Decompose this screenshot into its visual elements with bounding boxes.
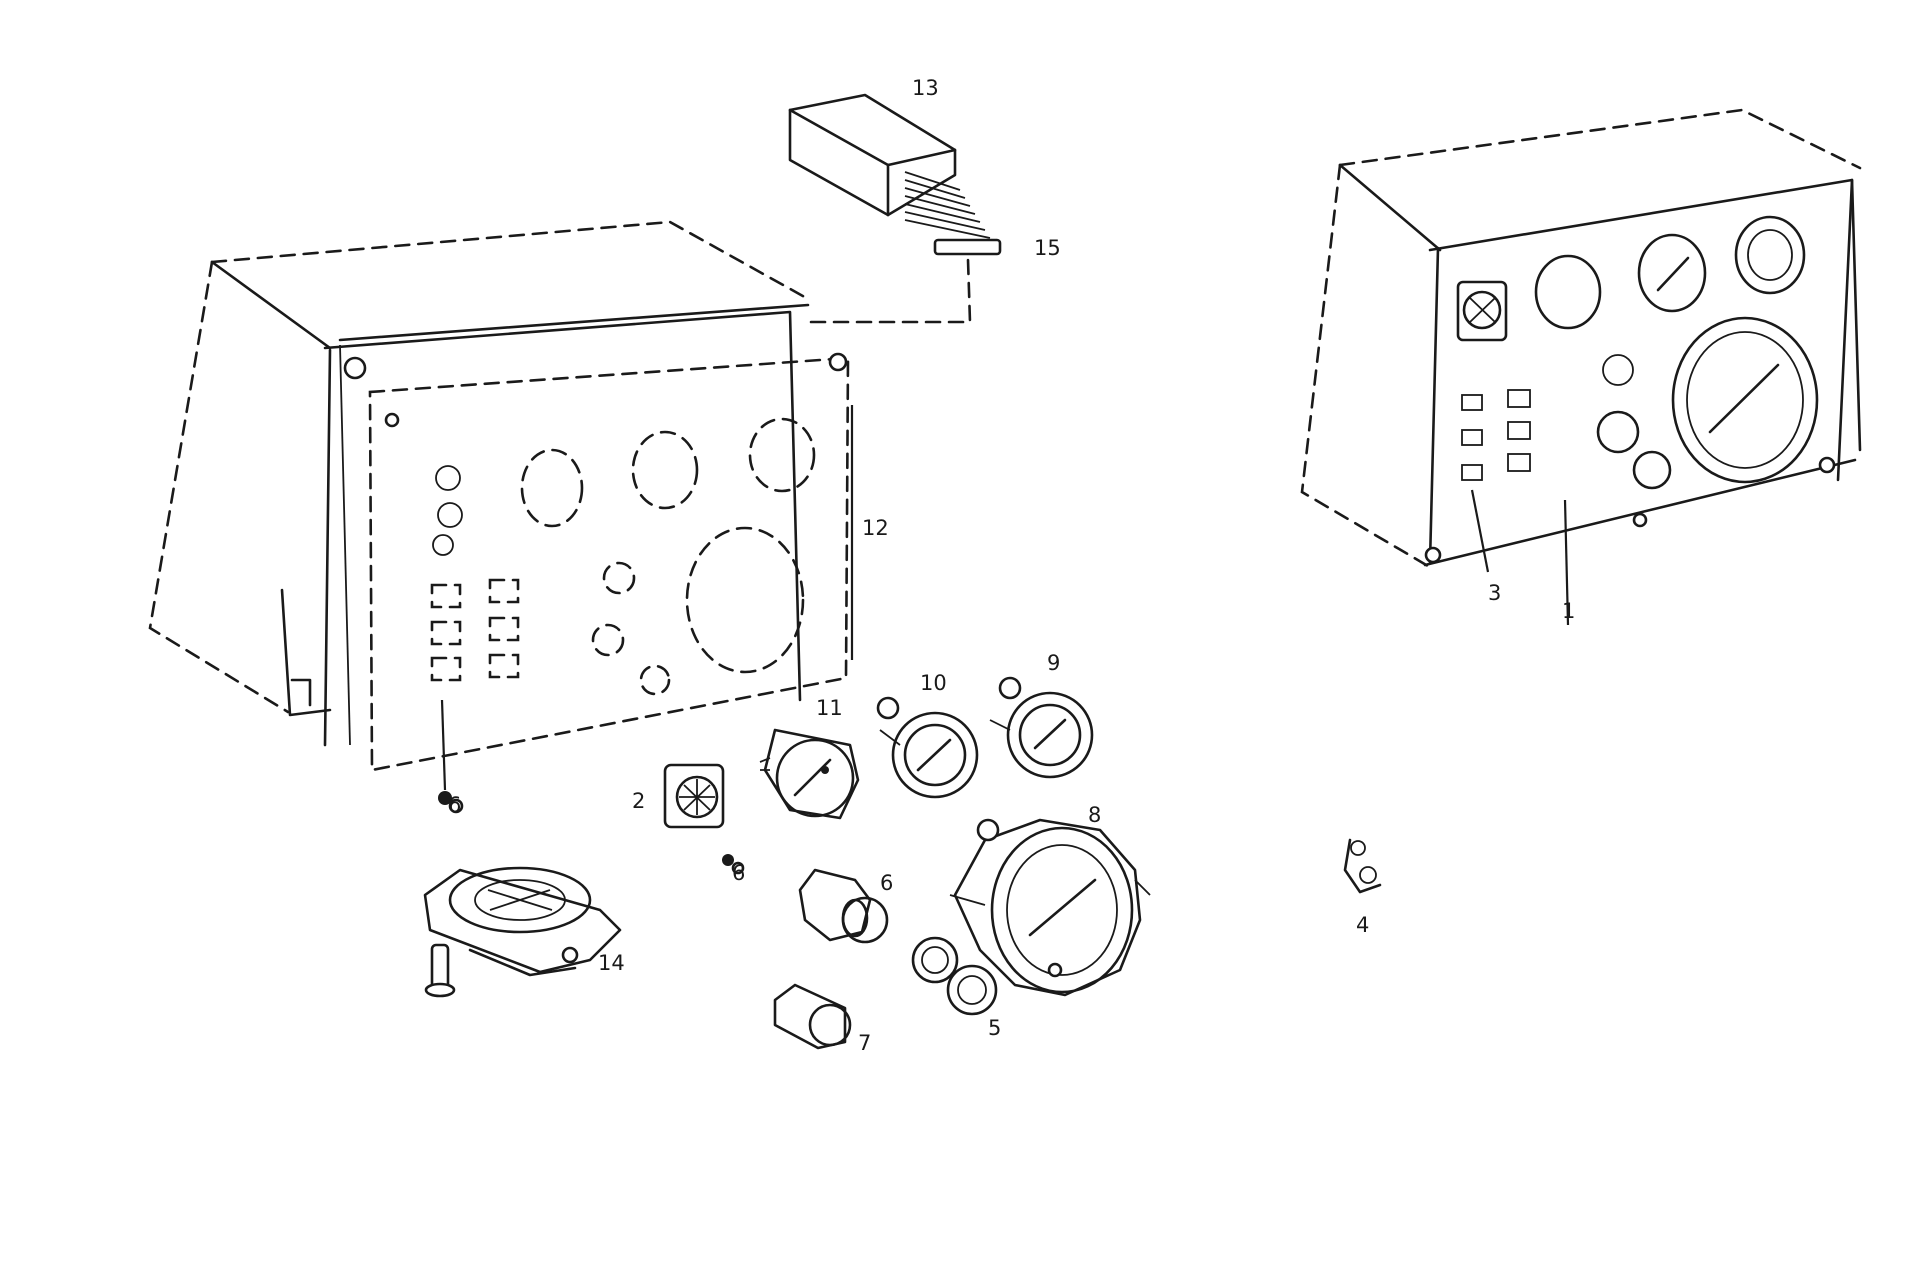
part-4-clip: [1343, 838, 1382, 894]
part-6-indicator: [798, 868, 889, 944]
callout-12: 12: [862, 516, 889, 540]
screw-6-left: [438, 791, 464, 814]
right-assembly: [1300, 108, 1862, 626]
part-11-gauge: [759, 728, 860, 820]
callout-3: 3: [1488, 581, 1501, 605]
callout-8: 8: [1088, 803, 1101, 827]
callout-10: 10: [920, 671, 947, 695]
callout-labels: 1 2 3 4 5 6 7 8 9 10 11 12 13 14 15 6 6: [448, 76, 1575, 1055]
callout-15: 15: [1034, 236, 1061, 260]
part-10-gauge: [876, 696, 979, 799]
callout-11: 11: [816, 696, 843, 720]
part-13-box: [788, 93, 1002, 256]
callout-14: 14: [598, 951, 625, 975]
callout-4: 4: [1356, 913, 1369, 937]
callout-5: 5: [988, 1016, 1001, 1040]
callout-6-screw-b: 6: [732, 861, 745, 885]
callout-1: 1: [1562, 599, 1575, 623]
left-housing: [148, 220, 812, 747]
mounting-plate: [343, 352, 854, 791]
part-8-large-gauge: [949, 818, 1151, 997]
part-7-plug: [773, 983, 852, 1050]
callout-6-screw-a: 6: [448, 793, 461, 817]
part-5-lamps: [911, 936, 998, 1016]
part-14-horn: [423, 866, 622, 998]
part-2-switch: [663, 763, 745, 875]
callout-7: 7: [858, 1031, 871, 1055]
callout-2: 2: [632, 789, 645, 813]
callout-13: 13: [912, 76, 939, 100]
part-9-gauge: [989, 676, 1094, 779]
callout-9: 9: [1047, 651, 1060, 675]
callout-6: 6: [880, 871, 893, 895]
